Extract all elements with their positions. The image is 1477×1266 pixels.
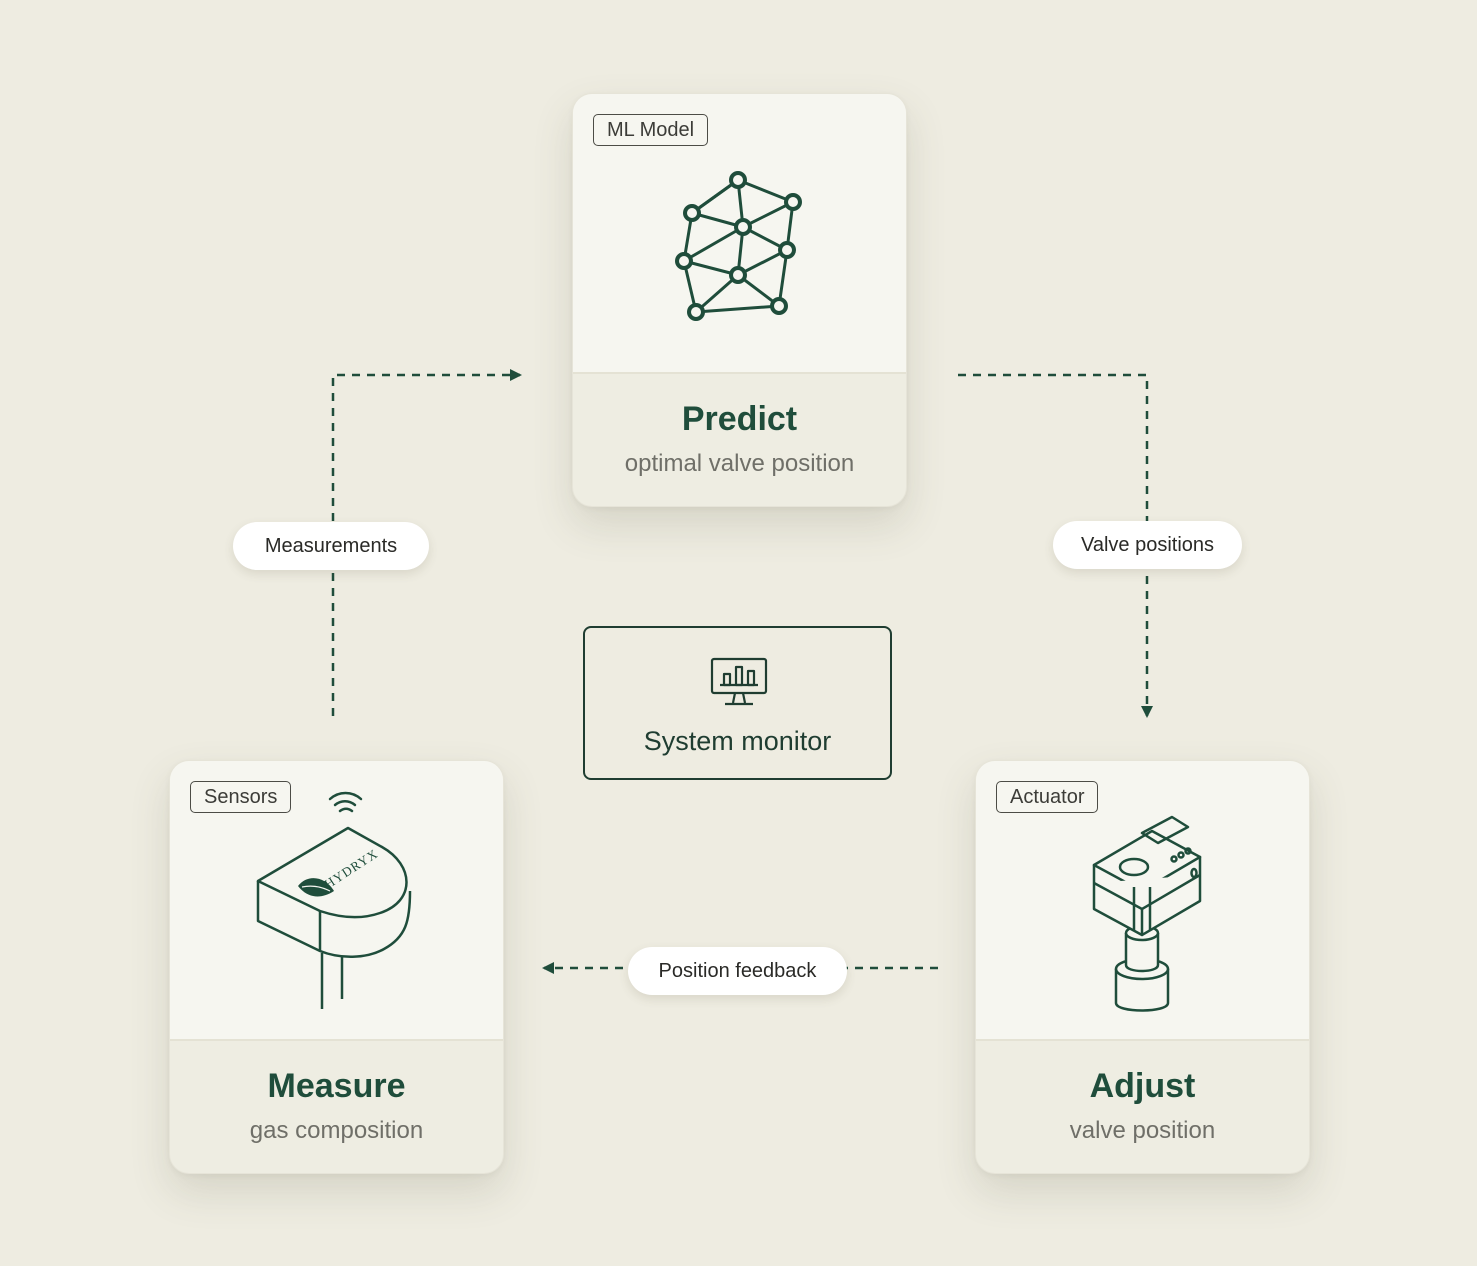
adjust-card-art: Actuator bbox=[976, 761, 1309, 1041]
leaf-logo-icon bbox=[298, 878, 334, 897]
predict-card-art: ML Model bbox=[573, 94, 906, 374]
predict-card: ML Model Predict optimal valve position bbox=[572, 93, 907, 507]
adjust-card: Actuator Adjust valve position bbox=[975, 760, 1310, 1174]
measurements-label: Measurements bbox=[233, 522, 429, 570]
neural-network-icon bbox=[675, 171, 802, 321]
adjust-tag: Actuator bbox=[996, 781, 1099, 813]
measure-tag: Sensors bbox=[190, 781, 292, 813]
measure-subtitle: gas composition bbox=[249, 1117, 424, 1144]
valve-actuator-icon bbox=[1092, 815, 1202, 1012]
monitor-chart-icon bbox=[710, 657, 768, 706]
measure-card-art: HYDRYX Sensors bbox=[170, 761, 503, 1041]
valve-positions-connector bbox=[958, 373, 1153, 718]
measurements-connector bbox=[331, 369, 522, 716]
measure-card: HYDRYX Sensors Measure gas composition bbox=[169, 760, 504, 1174]
predict-tag: ML Model bbox=[593, 114, 709, 146]
position-feedback-label: Position feedback bbox=[628, 947, 847, 995]
system-monitor-label: System monitor bbox=[643, 726, 832, 756]
sensor-device-icon: HYDRYX bbox=[256, 791, 412, 1009]
adjust-title: Adjust bbox=[1089, 1067, 1196, 1105]
system-monitor-box: System monitor bbox=[583, 626, 892, 780]
measure-title: Measure bbox=[267, 1067, 406, 1105]
adjust-subtitle: valve position bbox=[1069, 1117, 1216, 1144]
predict-title: Predict bbox=[681, 400, 798, 438]
predict-subtitle: optimal valve position bbox=[624, 450, 855, 477]
valve-positions-label: Valve positions bbox=[1053, 521, 1242, 569]
